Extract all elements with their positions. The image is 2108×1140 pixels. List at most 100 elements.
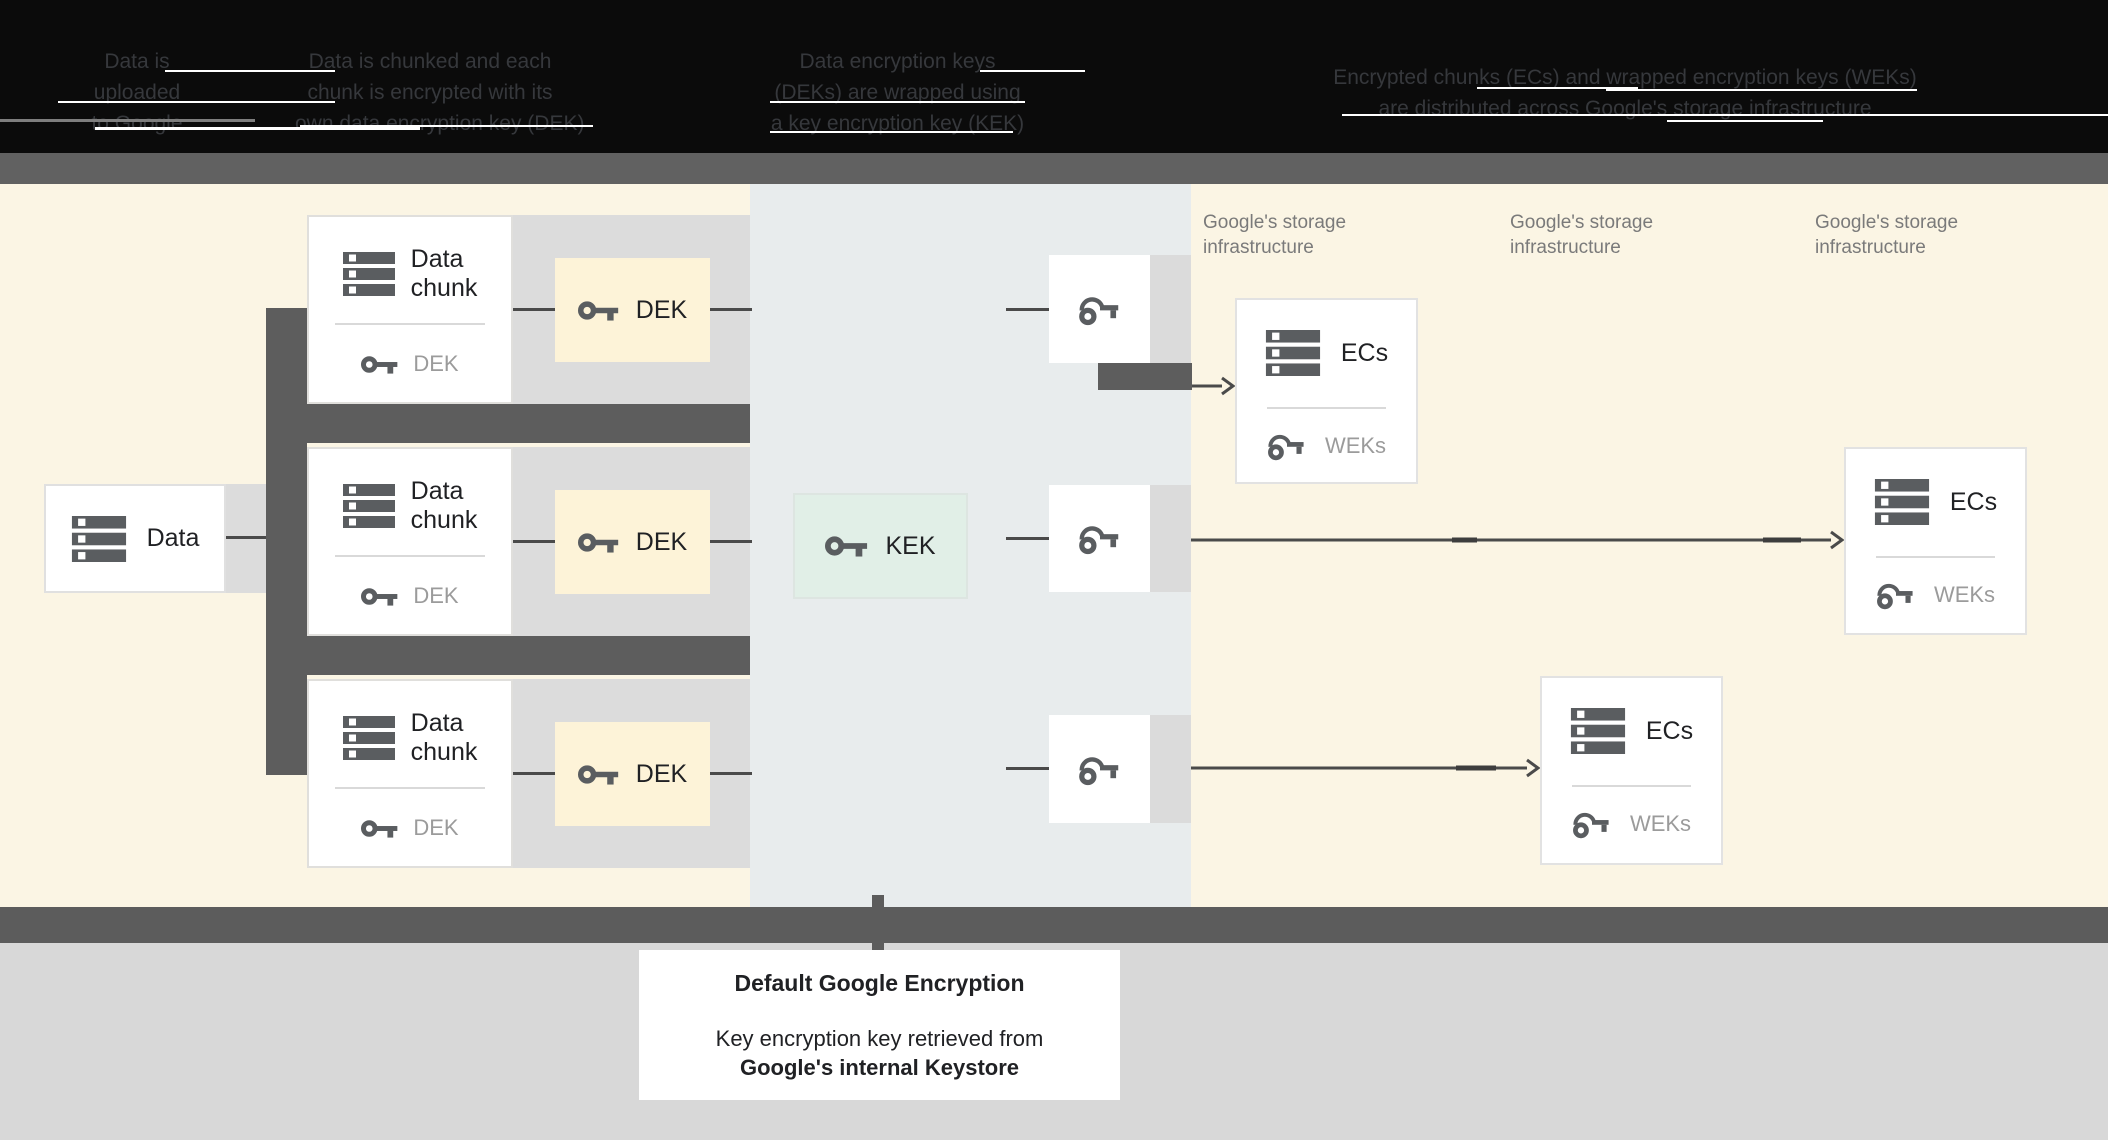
ecs-box-3: ECs WEKs xyxy=(1540,676,1723,865)
connector-data-to-chunks xyxy=(226,536,266,539)
step-2-line1: Data is chunked and each xyxy=(308,50,552,73)
caption-body-line1: Key encryption key retrieved from xyxy=(715,1026,1044,1051)
chunk-1-divider xyxy=(335,323,485,325)
ecs-3-title: ECs xyxy=(1645,716,1694,745)
wrap-shadow-3 xyxy=(1150,715,1191,823)
ecs-2-title-row: ECs xyxy=(1846,479,2025,525)
chunk-2-dek-label: DEK xyxy=(413,583,459,608)
weks-key-icon xyxy=(1876,580,1916,610)
underline-artifact xyxy=(770,101,1025,103)
wrapped-key-box-2 xyxy=(1049,485,1150,592)
step-2-line2: chunk is encrypted with its xyxy=(307,81,553,104)
chunk-2-title-line1: Data xyxy=(410,477,464,505)
connector-kek-to-wrap3 xyxy=(1006,767,1050,770)
underline-artifact xyxy=(300,125,593,127)
storage-zone-1-line1: Google's storage xyxy=(1203,212,1347,233)
wrap-shadow-2 xyxy=(1150,485,1191,592)
step-3-line1: Data encryption keys xyxy=(799,50,996,73)
step-1-line1: Data is xyxy=(104,50,170,73)
connector-dek2-out xyxy=(710,540,752,543)
dek-box-2-label: DEK xyxy=(635,527,688,556)
step-4-line1-prefix: Encrypted chunks (ECs) and xyxy=(1333,66,1607,89)
step-3-line2: (DEKs) are wrapped using xyxy=(774,81,1021,104)
storage-zone-3-line1: Google's storage xyxy=(1815,212,1959,233)
step-2-line3: own data encryption key (DEK) xyxy=(295,112,585,135)
step-1-line2: uploaded xyxy=(93,81,181,104)
fanout-horizontal-bar-1 xyxy=(307,404,750,443)
step-4-line2: are distributed across Google's storage … xyxy=(1378,97,1872,120)
dek-key-icon xyxy=(578,299,620,322)
connector-chunk2-to-dek xyxy=(513,540,555,543)
ecs-2-weks-row: WEKs xyxy=(1846,580,2025,610)
step-1-caption: Data is uploaded to Google xyxy=(57,46,217,139)
arrow-to-ecs-1 xyxy=(1192,376,1235,396)
chunk-3-dek-row: DEK xyxy=(309,815,511,841)
wrapped-key-icon xyxy=(1078,753,1122,786)
chunk-stack-icon xyxy=(343,484,395,528)
connector-dek3-out xyxy=(710,772,752,775)
ecs-3-divider xyxy=(1572,785,1691,787)
chunk-2-divider xyxy=(335,555,485,557)
dek-box-1-label: DEK xyxy=(635,295,688,324)
ecs-1-title: ECs xyxy=(1340,338,1389,367)
wrapped-key-exit-bar xyxy=(1098,363,1192,390)
data-box-label: Data xyxy=(146,524,200,552)
chunk-stack-icon xyxy=(343,716,395,760)
step-4-line1: Encrypted chunks (ECs) and wrapped encry… xyxy=(1320,62,1930,93)
ecs-1-weks-label: WEKs xyxy=(1324,433,1387,458)
storage-zone-2-line2: infrastructure xyxy=(1510,237,1621,258)
ecs-2-weks-label: WEKs xyxy=(1933,582,1996,607)
step-3-line3: a key encryption key (KEK) xyxy=(770,112,1025,135)
wrapped-key-box-3 xyxy=(1049,715,1150,823)
wrapped-key-box-1 xyxy=(1049,255,1150,363)
ecs-3-weks-label: WEKs xyxy=(1629,811,1692,836)
kek-caption-connector xyxy=(872,895,884,952)
wrapped-key-icon xyxy=(1078,293,1122,326)
dek-box-3-label: DEK xyxy=(635,759,688,788)
underline-artifact xyxy=(58,101,335,103)
caption-box: Default Google Encryption Key encryption… xyxy=(639,950,1120,1100)
caption-title: Default Google Encryption xyxy=(734,970,1025,996)
chunk-1-title-line2: chunk xyxy=(410,274,478,302)
underline-artifact xyxy=(95,127,420,130)
kek-box: KEK xyxy=(793,493,968,599)
header-band: Data is uploaded to Google Data is chunk… xyxy=(0,0,2108,153)
chunk-1-title-line1: Data xyxy=(410,245,464,273)
dek-key-icon xyxy=(361,818,399,839)
ecs-box-2: ECs WEKs xyxy=(1844,447,2027,635)
wrap-shadow-1 xyxy=(1150,255,1191,363)
ecs-stack-icon xyxy=(1570,708,1626,754)
dek-box-3: DEK xyxy=(555,722,710,826)
dek-key-icon xyxy=(361,354,399,375)
kek-key-icon xyxy=(825,534,869,558)
ecs-2-divider xyxy=(1876,556,1995,558)
chunk-2-title-line2: chunk xyxy=(410,506,478,534)
underline-artifact xyxy=(1342,114,2108,116)
connector-chunk1-to-dek xyxy=(513,308,555,311)
dek-box-2: DEK xyxy=(555,490,710,594)
storage-zone-label-1: Google's storage infrastructure xyxy=(1203,210,1403,260)
chunk-2-dek-row: DEK xyxy=(309,583,511,609)
ecs-1-weks-row: WEKs xyxy=(1237,431,1416,461)
ecs-stack-icon xyxy=(1265,330,1321,376)
data-stack-icon xyxy=(71,516,127,562)
dek-key-icon xyxy=(578,763,620,786)
ecs-1-divider xyxy=(1267,407,1386,409)
connector-kek-to-wrap1 xyxy=(1006,308,1050,311)
step-1-line3: to Google xyxy=(91,112,183,135)
ecs-2-title: ECs xyxy=(1949,487,1998,516)
connector-dek1-out xyxy=(710,308,752,311)
underline-artifact xyxy=(165,70,335,72)
storage-zone-label-3: Google's storage infrastructure xyxy=(1815,210,2015,260)
ecs-stack-icon xyxy=(1874,479,1930,525)
chunk-3-title-line2: chunk xyxy=(410,738,478,766)
grey-line-artifact xyxy=(0,119,255,122)
chunk-1-dek-label: DEK xyxy=(413,351,459,376)
